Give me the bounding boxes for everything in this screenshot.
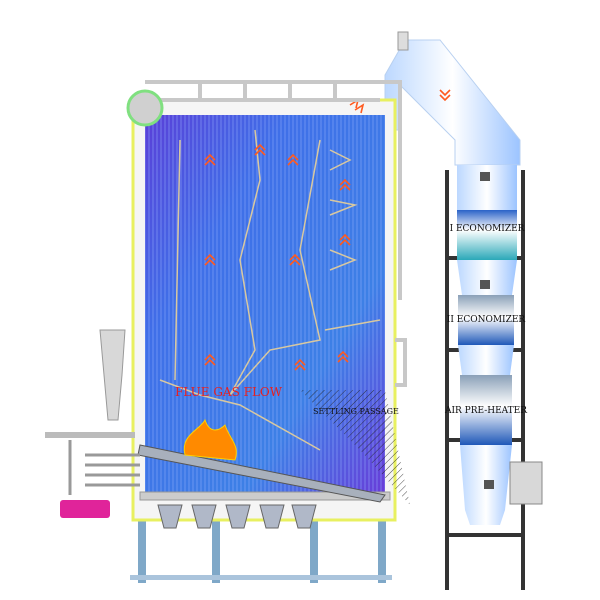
settling-passage-hatch	[300, 390, 410, 505]
air-preheater-block	[460, 375, 512, 445]
flow-arrows	[204, 89, 451, 371]
hatch-icon	[480, 280, 490, 289]
flame-icon	[183, 418, 237, 461]
label-air-preheater: AIR PRE-HEATER	[444, 406, 527, 416]
label-settling-passage: SETTLING PASSAGE	[313, 407, 399, 416]
flow-arrow-icon	[294, 358, 306, 371]
flue-duct	[384, 31, 521, 166]
flow-arrow-icon	[204, 153, 216, 166]
flow-arrow-icon	[337, 350, 349, 363]
furnace: SETTLING PASSAGE FLUE GAS FLOW	[131, 98, 410, 529]
flow-arrow-icon	[439, 89, 451, 102]
flow-arrow-icon	[287, 153, 299, 166]
label-flue-gas-flow: FLUE GAS FLOW	[175, 385, 283, 399]
flow-arrow-icon	[204, 253, 216, 266]
tower-column: I ECONOMIZER II ECONOMIZER AIR PRE-HEATE…	[444, 165, 543, 525]
flow-arrow-icon	[339, 178, 351, 191]
flow-arrow-icon	[204, 353, 216, 366]
flow-arrow-icon	[254, 143, 266, 156]
internal-tubes	[159, 129, 381, 451]
fan-unit	[60, 500, 110, 518]
hatch-icon	[484, 480, 494, 489]
top-header-pipes	[145, 80, 407, 387]
coal-feeder	[45, 329, 140, 518]
economizer-1-block	[457, 210, 517, 260]
steam-drum	[126, 89, 164, 127]
support-legs	[130, 515, 392, 583]
label-economizer-1: I ECONOMIZER	[450, 224, 525, 234]
chain-grate	[137, 444, 386, 503]
flow-arrow-icon	[289, 253, 301, 266]
hatch-icon	[480, 172, 490, 181]
label-economizer-2: II ECONOMIZER	[447, 315, 526, 325]
economizer-2-block	[458, 295, 514, 345]
ash-hoppers	[157, 504, 317, 529]
flow-arrow-icon	[339, 233, 351, 246]
